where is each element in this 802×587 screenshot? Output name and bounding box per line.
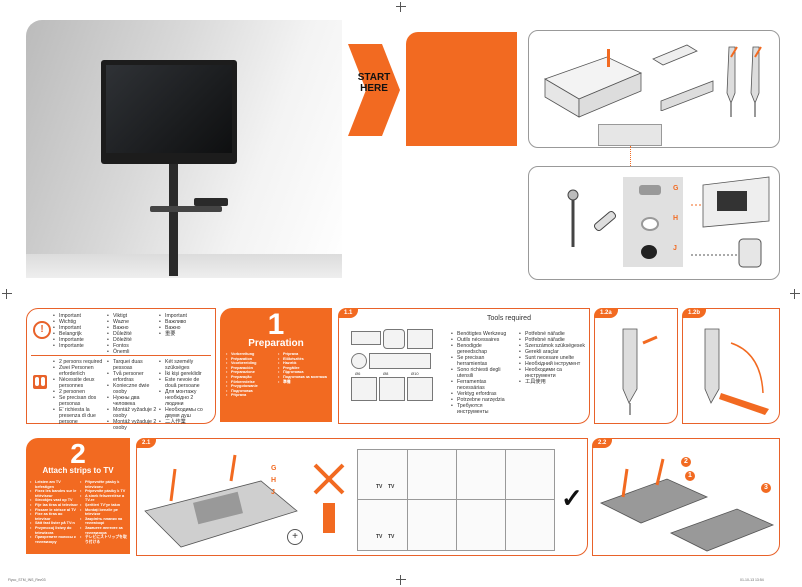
washer-h-icon — [641, 217, 659, 231]
tv-back-and-bin-icon — [691, 176, 770, 268]
drill-bit-6-icon — [351, 377, 377, 401]
registration-mark-right — [790, 289, 800, 299]
shelf-image — [150, 206, 222, 212]
step1-block: 1 Preparation VorbereitungPréparationVoo… — [220, 308, 332, 422]
part-j-label: J — [673, 245, 677, 252]
persons-col3: Két személy szükségesİki kişi gereklidir… — [159, 359, 211, 425]
important-col2: ViktigtWazneВажноDůležitéDôležitéFontosÖ… — [107, 313, 157, 355]
upright-fold-icon — [704, 328, 769, 415]
spacer-j-icon — [641, 245, 657, 259]
tab-2-1: 2.1 — [136, 438, 157, 448]
photo-floor — [26, 254, 342, 278]
box-illustration — [544, 49, 642, 118]
tv-strips-attached-icon — [599, 458, 775, 552]
start-here-label: START HERE — [350, 72, 398, 94]
wrong-method-icon — [313, 463, 345, 533]
important-panel: ! ImportantWichtigImportantBelangrijkImp… — [26, 308, 216, 431]
tape-measure-icon — [383, 329, 405, 349]
product-photo — [26, 20, 342, 278]
tab-1-2a: 1.2a — [594, 308, 618, 318]
start-label-line1: START — [357, 72, 391, 83]
screw-plug-icon — [567, 189, 617, 247]
step2-title: Attach strips to TV — [42, 466, 114, 475]
registration-mark-top — [396, 2, 406, 12]
warning-icon: ! — [33, 321, 51, 339]
grid-tv-label-3: TV — [376, 534, 383, 540]
drill-bit-10-icon — [407, 377, 433, 401]
grid-tv-label-4: TV — [388, 534, 395, 540]
step2-translations-b: Připevněte pásky k televizoruPripevnite … — [80, 480, 128, 544]
start-label-line2: HERE — [360, 83, 388, 94]
step1-title: Preparation — [248, 338, 304, 349]
label-h: H — [271, 477, 277, 484]
step1-translations-a: VorbereitungPréparationVoorbereidingPrep… — [226, 352, 278, 398]
start-arrow-icon — [348, 44, 400, 136]
tab-2-2: 2.2 — [592, 438, 613, 448]
spacer-combination-grid: TV TV TV TV — [357, 449, 555, 551]
tab-1-1: 1.1 — [338, 308, 359, 318]
important-col3: ImportantВажливоВажно重要 — [159, 313, 209, 337]
persons-col1: 2 persons requiredZwei Personen erforder… — [53, 359, 105, 425]
step-badge-3: 3 — [761, 483, 771, 493]
upright-assembly-icon — [622, 328, 658, 415]
stand-pole-image — [169, 164, 178, 276]
tools-col2: Potřebné nářadiePotřebné nářadieSzerszám… — [519, 331, 585, 385]
tab-1-2b: 1.2b — [682, 308, 707, 318]
step1-number: 1 — [267, 308, 285, 341]
tools-title: Tools required — [487, 315, 531, 322]
step2-translations-a: Leisten am TV befestigenFixez les bandes… — [30, 480, 78, 544]
part-g-label: G — [673, 185, 679, 192]
step2-2-panel: 2.2 2 1 3 — [592, 438, 780, 556]
check-mark-icon: ✓ — [561, 483, 583, 513]
footer-file-label: Flyco_STM_INS_Rev03 — [8, 578, 46, 582]
strip-illustration — [652, 44, 714, 111]
registration-mark-left — [2, 289, 12, 299]
label-j: J — [271, 489, 275, 496]
bolt-g-icon — [639, 185, 661, 195]
title-block — [406, 32, 517, 146]
dotted-connector — [630, 146, 631, 166]
step2-number: 2 — [70, 438, 86, 469]
part-h-label: H — [673, 215, 679, 222]
hardware-bag-icon — [598, 124, 662, 146]
step-badge-2: 2 — [681, 457, 691, 467]
footer-date-label: 01-10-13 13:54 — [740, 578, 764, 582]
step-badge-1: 1 — [685, 471, 695, 481]
divider — [31, 355, 211, 356]
grid-tv-label-2: TV — [388, 484, 395, 490]
bit-label-6: Ø6 — [355, 371, 361, 376]
tools-col1: Benötigtes WerkzeugOutils nécessairesBen… — [451, 331, 513, 415]
step1-translations-b: PrípravaElőkészítésHazırlıkPregătireПідг… — [278, 352, 330, 384]
hardware-panel: G H J — [528, 166, 780, 280]
step1-2a-panel: 1.2a — [594, 308, 678, 424]
label-g: G — [271, 465, 277, 472]
grid-tv-label-1: TV — [376, 484, 383, 490]
dvd-player-image — [194, 198, 228, 206]
two-persons-icon — [33, 375, 47, 389]
screwdriver-plus-icon: + — [287, 529, 303, 545]
important-col1: ImportantWichtigImportantBelangrijkImpor… — [53, 313, 103, 349]
step2-block: 2 Attach strips to TV Leisten am TV befe… — [26, 438, 130, 554]
hardware-photo — [623, 177, 683, 267]
tv-back-assembly-icon — [144, 454, 298, 548]
tv-image — [101, 60, 237, 164]
registration-mark-bottom — [396, 575, 406, 585]
pliers-icon — [407, 329, 433, 349]
uprights-illustration — [726, 46, 762, 117]
parts-overview-panel — [528, 30, 780, 148]
step2-1-panel: 2.1 G H J + TV TV TV TV ✓ — [136, 438, 588, 556]
tools-panel: 1.1 Tools required Ø6 Ø8 Ø10 Benötigtes … — [338, 308, 590, 424]
screwdriver-icon — [369, 353, 431, 369]
bit-label-8: Ø8 — [383, 371, 389, 376]
persons-col2: Tarquei duas pessoasTvå personer erfordr… — [107, 359, 159, 431]
screwdriver-plus-icon — [351, 353, 367, 369]
step1-2b-panel: 1.2b — [682, 308, 780, 424]
drill-bit-8-icon — [379, 377, 405, 401]
spirit-level-icon — [351, 331, 381, 345]
bit-label-10: Ø10 — [411, 371, 419, 376]
